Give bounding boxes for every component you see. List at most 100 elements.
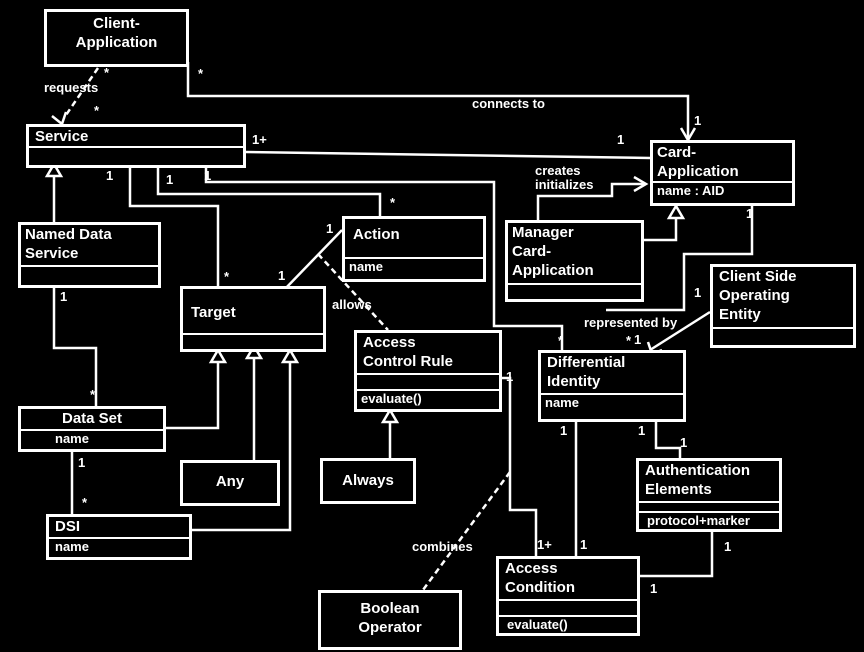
multiplicity: 1: [278, 268, 286, 283]
class-name: Card- Application: [657, 144, 739, 180]
multiplicity: *: [390, 195, 396, 210]
class-name: Data Set: [61, 410, 123, 427]
class-target[interactable]: Target: [180, 286, 326, 352]
combines-link: [418, 471, 512, 595]
multiplicity: 1+: [252, 132, 267, 147]
multiplicity: *: [626, 333, 632, 348]
multiplicity: *: [82, 495, 88, 510]
assoc-label-requests: requests: [44, 80, 99, 95]
multiplicity: 1: [694, 285, 702, 300]
multiplicity: 1+: [537, 537, 552, 552]
multiplicity: 1: [60, 289, 68, 304]
manager-card-generalization: [644, 216, 678, 242]
multiplicity: 1: [580, 537, 588, 552]
class-boolean-operator[interactable]: Boolean Operator: [318, 590, 462, 650]
attribute-compartment: [183, 333, 323, 349]
class-attribute: name: [21, 429, 163, 447]
creates-initializes-arrowhead: [633, 175, 649, 193]
multiplicity: *: [104, 65, 110, 80]
class-access-condition[interactable]: Access Condition evaluate(): [496, 556, 640, 636]
class-differential-identity[interactable]: Differential Identity name: [538, 350, 686, 422]
multiplicity: 1: [724, 539, 732, 554]
class-data-set[interactable]: Data Set name: [18, 406, 166, 452]
class-attribute: name: [49, 537, 189, 555]
assoc-label-combines: combines: [412, 539, 473, 554]
class-any[interactable]: Any: [180, 460, 280, 506]
multiplicity: *: [94, 103, 100, 118]
service-action-link: [156, 166, 382, 216]
multiplicity: 1: [78, 455, 86, 470]
action-target-link: [283, 229, 343, 291]
multiplicity: 1: [617, 132, 625, 147]
requests-arrowhead: [51, 111, 68, 127]
multiplicity: 1: [106, 168, 114, 183]
dataset-target-triangle: [208, 347, 228, 364]
class-name: Authentication Elements: [645, 462, 750, 498]
attribute-compartment: [499, 599, 637, 615]
class-manager-card-application[interactable]: Manager Card- Application: [505, 220, 644, 302]
acr-condition-link: [502, 376, 538, 556]
multiplicity: *: [558, 333, 564, 348]
card-client-side-link: [606, 206, 754, 312]
class-name: Service: [35, 128, 89, 145]
multiplicity: 1: [680, 435, 688, 450]
multiplicity: *: [90, 387, 96, 402]
class-access-control-rule[interactable]: Access Control Rule evaluate(): [354, 330, 502, 412]
multiplicity: 1: [638, 423, 646, 438]
class-name: Client Side Operating Entity: [719, 268, 797, 323]
multiplicity: 1: [166, 172, 174, 187]
class-name: Always: [342, 472, 394, 489]
class-attribute: name : AID: [653, 181, 792, 201]
class-operation: evaluate(): [499, 615, 637, 633]
multiplicity: *: [224, 269, 230, 284]
class-name: Access Control Rule: [363, 334, 453, 370]
attribute-compartment: [21, 265, 158, 283]
dsi-target-triangle: [280, 347, 300, 364]
dsi-target-generalization: [192, 360, 292, 532]
class-card-application[interactable]: Card- Application name : AID: [650, 140, 795, 206]
multiplicity: 1: [560, 423, 568, 438]
multiplicity: 1: [694, 113, 702, 128]
always-acr-triangle: [380, 407, 400, 424]
class-attribute: name: [541, 393, 683, 411]
assoc-label-represented-by: represented by: [584, 315, 678, 330]
requests-link: [62, 67, 100, 119]
multiplicity: 1: [650, 581, 658, 596]
creates-initializes-link: [536, 182, 644, 220]
class-always[interactable]: Always: [320, 458, 416, 504]
connects-to-link: [186, 62, 690, 138]
service-target-link: [128, 166, 220, 286]
class-dsi[interactable]: DSI name: [46, 514, 192, 560]
represented-by-link: [649, 310, 711, 352]
multiplicity: 1: [326, 221, 334, 236]
service-di-link: [204, 166, 564, 350]
attribute-compartment: [29, 146, 243, 162]
multiplicity: *: [198, 66, 204, 81]
class-client-application[interactable]: Client- Application: [44, 9, 189, 67]
dataset-target-generalization: [166, 360, 220, 430]
class-name: Any: [215, 473, 245, 490]
multiplicity: 1: [746, 206, 754, 221]
assoc-label-creates-initializes: creates initializes: [535, 163, 594, 192]
nds-dataset-link: [52, 288, 98, 406]
class-authentication-elements[interactable]: Authentication Elements protocol+marker: [636, 458, 782, 532]
class-name: Access Condition: [505, 560, 575, 596]
manager-card-triangle: [666, 203, 686, 220]
class-name: Target: [191, 304, 236, 321]
class-action[interactable]: Action name: [342, 216, 486, 282]
class-client-side-operating-entity[interactable]: Client Side Operating Entity: [710, 264, 856, 348]
class-name: Boolean Operator: [358, 600, 422, 636]
multiplicity: 1: [506, 369, 514, 384]
any-target-triangle: [244, 343, 264, 360]
nds-service-triangle: [44, 161, 64, 178]
multiplicity: 1: [634, 332, 642, 347]
class-service[interactable]: Service: [26, 124, 246, 168]
multiplicity: 1: [204, 168, 212, 183]
class-name: Manager Card- Application: [512, 224, 594, 279]
class-name: Client- Application: [75, 15, 158, 51]
class-named-data-service[interactable]: Named Data Service: [18, 222, 161, 288]
class-attribute: name: [345, 257, 483, 277]
class-operation: evaluate(): [357, 389, 499, 409]
